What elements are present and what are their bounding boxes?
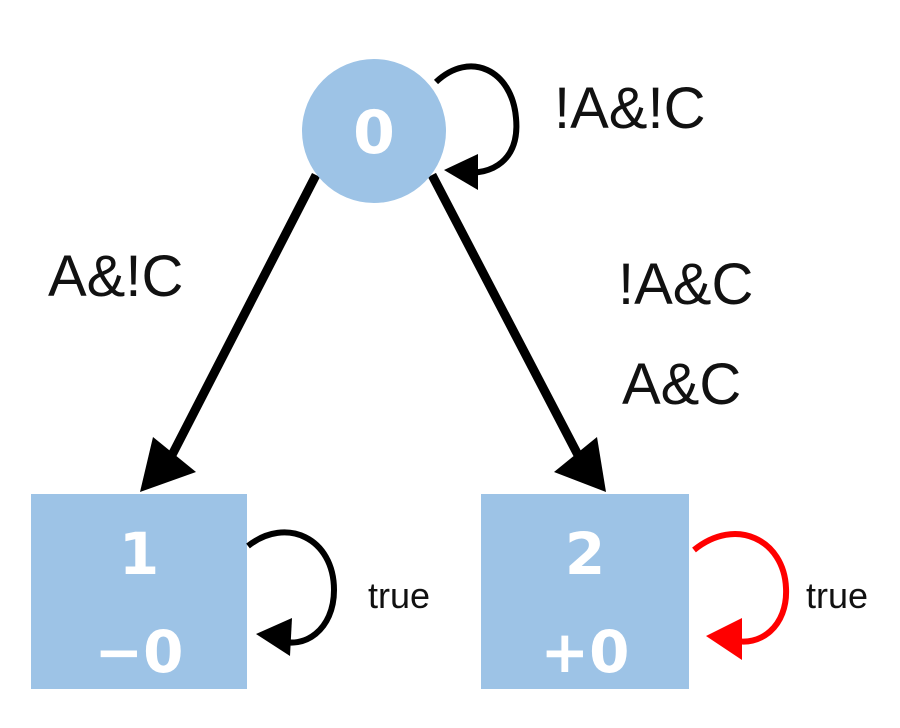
self-loop-0 [433,63,520,190]
state-2-sublabel: +0 [541,618,630,686]
state-1-label: 1 [119,520,159,588]
state-0: 0 [302,59,446,203]
edge-0-to-1-line [167,172,321,458]
state-1-sublabel: −0 [95,618,184,686]
self-loop-0-arrowhead [444,154,478,190]
self-loop-1-arrowhead [256,618,292,656]
self-loop-0-arc [433,63,520,176]
state-1: 1 −0 [31,494,247,689]
self-loop-2-arrowhead [706,618,742,660]
self-loop-1-label: true [368,575,430,616]
edge-0-to-2-label-1: !A&C [618,252,753,317]
edge-0-to-2-line [428,172,582,458]
edge-0-to-2 [428,172,606,492]
edge-0-to-1-arrowhead [140,437,196,492]
state-0-circle [302,59,446,203]
state-1-box [31,494,247,689]
self-loop-2-arc [692,531,790,645]
self-loop-2-label: true [806,575,868,616]
edge-0-to-1 [140,172,321,492]
state-2-box [481,494,689,689]
self-loop-1-arc [246,529,338,646]
self-loop-1 [246,529,338,656]
state-2-label: 2 [565,520,605,588]
state-2: 2 +0 [481,494,689,689]
edge-0-to-1-label: A&!C [48,244,183,309]
edge-0-to-2-label-2: A&C [622,352,741,417]
state-0-label: 0 [353,98,395,168]
edge-0-to-2-arrowhead [554,437,606,492]
self-loop-0-label: !A&!C [554,76,706,141]
self-loop-2 [692,531,790,660]
